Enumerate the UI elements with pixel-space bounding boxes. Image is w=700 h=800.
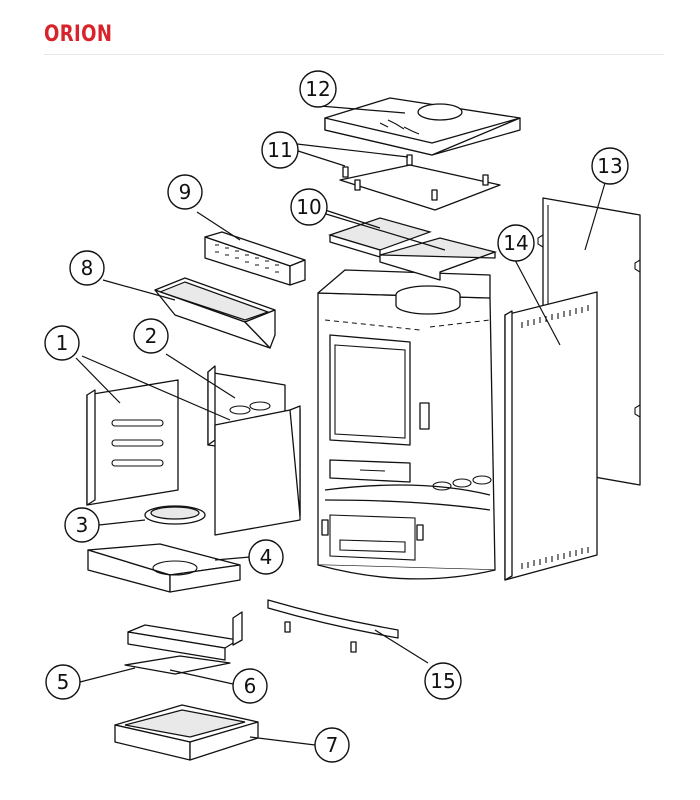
part-11-baffle-plate (339, 154, 501, 211)
part-10-vermiculite-panels (328, 217, 498, 281)
callout-1: 1 (44, 325, 80, 361)
part-1-side-panel (86, 379, 179, 506)
stove-body (317, 269, 496, 580)
callout-6: 6 (232, 668, 268, 704)
callout-14: 14 (497, 224, 535, 262)
svg-text:8: 8 (81, 256, 94, 280)
callout-12: 12 (299, 70, 337, 108)
callout-4: 4 (248, 539, 284, 575)
part-2-back-panel (207, 365, 301, 536)
part-9-top-panel (204, 231, 306, 286)
svg-text:7: 7 (326, 733, 339, 757)
svg-text:12: 12 (305, 77, 330, 101)
callout-7: 7 (314, 727, 350, 763)
callout-2: 2 (133, 318, 169, 354)
svg-text:9: 9 (179, 180, 192, 204)
part-14-side-panel (504, 291, 598, 581)
svg-text:11: 11 (267, 138, 292, 162)
part-5-6-bracket-assembly (124, 611, 243, 675)
part-7-ash-drawer (114, 704, 259, 761)
leader-lines (75, 105, 606, 746)
svg-text:1: 1 (56, 331, 69, 355)
title-divider (44, 54, 664, 55)
callout-5: 5 (45, 664, 81, 700)
callout-11: 11 (261, 131, 299, 169)
svg-text:5: 5 (57, 670, 70, 694)
callout-3: 3 (64, 507, 100, 543)
part-15-front-panel (267, 599, 399, 653)
part-4-base (87, 543, 241, 593)
svg-text:2: 2 (145, 324, 158, 348)
callout-13: 13 (591, 147, 629, 185)
part-12-top-plate (324, 97, 521, 156)
callout-9: 9 (167, 174, 203, 210)
callout-15: 15 (424, 662, 462, 700)
callout-8: 8 (69, 250, 105, 286)
svg-text:10: 10 (296, 195, 321, 219)
svg-text:13: 13 (597, 154, 622, 178)
svg-text:3: 3 (76, 513, 89, 537)
callout-10: 10 (290, 188, 328, 226)
part-3-grate (144, 505, 206, 525)
svg-text:6: 6 (244, 674, 257, 698)
svg-text:15: 15 (430, 669, 455, 693)
diagram-title: ORION (44, 22, 113, 47)
side-panel-vents-bottom (521, 547, 589, 569)
svg-text:14: 14 (503, 231, 528, 255)
svg-text:4: 4 (260, 545, 273, 569)
part-8-grate (154, 277, 276, 349)
